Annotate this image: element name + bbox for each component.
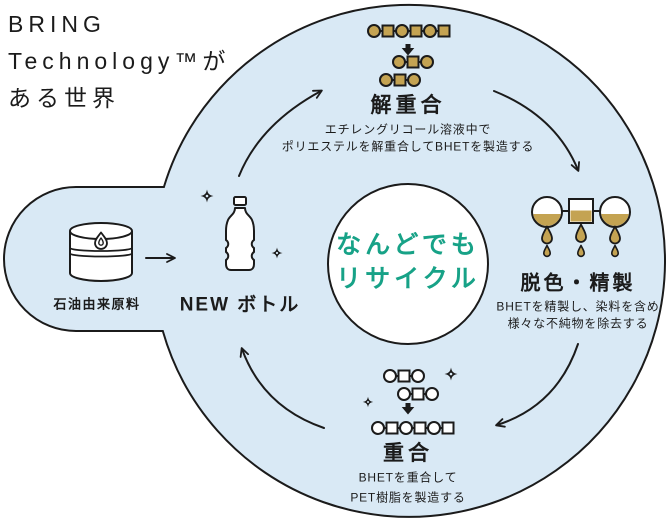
stage-title-depolymerization: 解重合 <box>370 94 446 117</box>
sparkle-icon <box>362 396 374 408</box>
stage-desc-polymerization: BHETを重合して <box>358 470 458 485</box>
bhet-monomer-white-icon <box>397 387 439 401</box>
dripping-monomer-icon <box>531 196 631 258</box>
new-bottle-label: NEW ボトル <box>179 294 301 316</box>
flame-icon <box>94 231 108 250</box>
sparkle-icon <box>271 247 283 259</box>
brand-title-line: BRING <box>8 11 106 37</box>
stage-desc-purification: BHETを精製し、染料を含め <box>496 299 660 314</box>
center-badge-text: なんどでも <box>336 231 480 259</box>
recycled-pet-polymer-icon <box>371 421 455 435</box>
bhet-monomer-icon <box>379 73 421 87</box>
brand-title: BRING Technology™が ある世界 <box>8 6 230 117</box>
center-badge-circle <box>327 183 489 345</box>
brand-title-line: Technology™が <box>8 48 231 74</box>
stage-desc-polymerization: PET樹脂を製造する <box>350 490 466 505</box>
sparkle-icon <box>444 367 458 381</box>
bhet-monomer-white-icon <box>383 369 425 383</box>
down-arrow-icon <box>401 403 415 415</box>
dye-droplet-small-icon <box>543 244 619 258</box>
curved-arrow-purification-to-polymerization <box>495 343 579 428</box>
dye-drop-icon <box>541 223 621 245</box>
curved-arrow-depolymerization-to-purification <box>493 90 580 172</box>
curved-arrow-bottle-to-depolymerization <box>238 89 323 177</box>
sparkle-icon <box>200 189 214 203</box>
pet-bottle-icon <box>225 196 255 271</box>
down-arrow-icon <box>401 44 415 56</box>
bhet-monomer-icon <box>392 55 434 69</box>
stage-desc-purification: 様々な不純物を除去する <box>507 316 649 331</box>
stage-title-polymerization: 重合 <box>383 442 433 465</box>
petroleum-source-label: 石油由来原料 <box>53 296 141 312</box>
stage-title-purification: 脱色・精製 <box>520 272 636 295</box>
center-badge-text: リサイクル <box>336 265 480 293</box>
curved-arrow-polymerization-to-bottle <box>239 347 325 429</box>
stage-desc-depolymerization: エチレングリコール溶液中で <box>324 122 492 137</box>
oil-drum-flame-icon <box>69 222 133 282</box>
pet-polymer-chain-icon <box>367 24 451 38</box>
stage-desc-depolymerization: ポリエステルを解重合してBHETを製造する <box>281 139 535 154</box>
brand-title-line: ある世界 <box>8 85 120 111</box>
